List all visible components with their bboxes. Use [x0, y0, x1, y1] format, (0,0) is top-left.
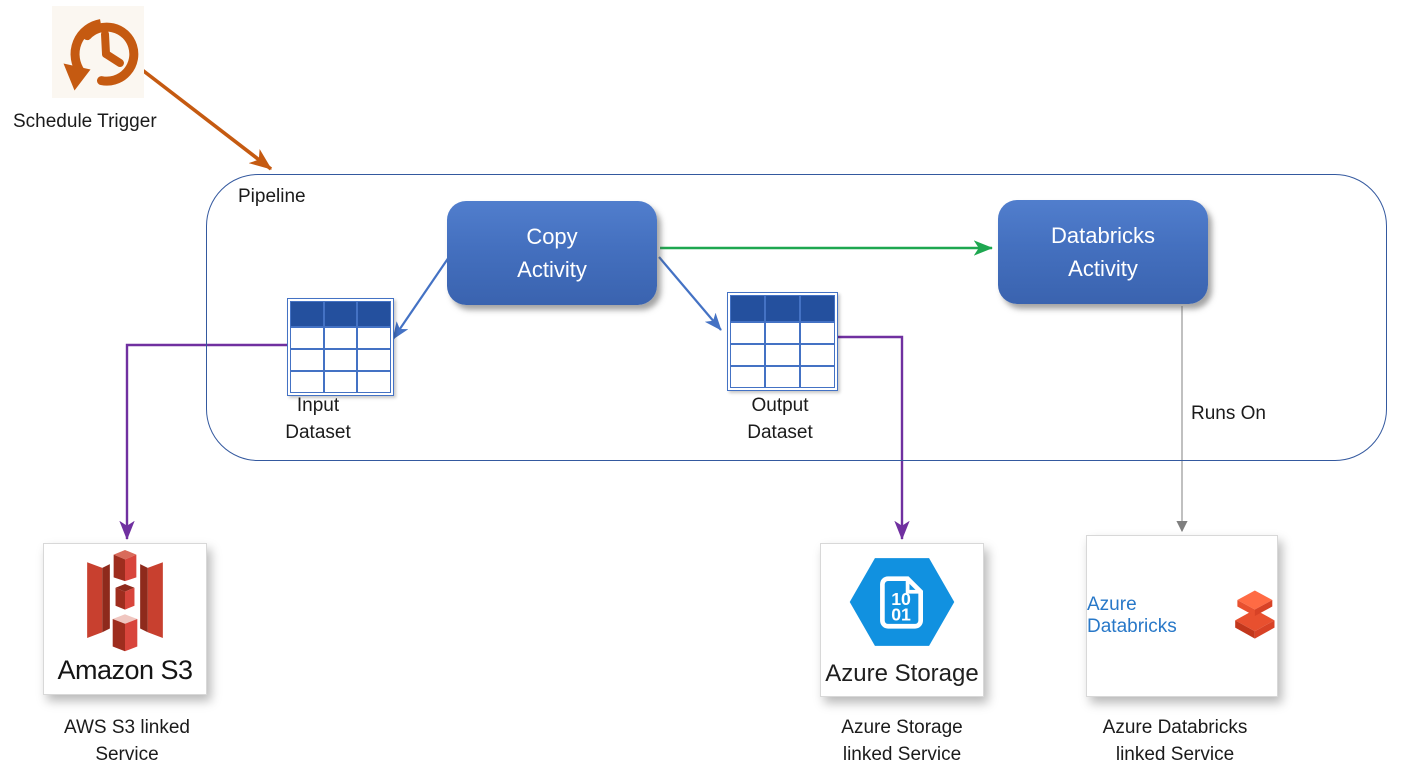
- output-dataset-grid: [730, 295, 835, 388]
- storage-binary-top: 10: [891, 589, 911, 609]
- output-dataset-table-icon: [727, 292, 838, 391]
- input-dataset-label-line2: Dataset: [285, 422, 351, 443]
- azure-storage-caption-line1: Azure Storage: [841, 717, 963, 738]
- azure-storage-caption-line2: linked Service: [842, 744, 962, 765]
- input-dataset-label: Input Dataset: [248, 392, 388, 446]
- azure-databricks-card: Azure Databricks: [1086, 535, 1278, 697]
- output-dataset-label-line1: Output: [751, 395, 809, 416]
- output-dataset-label: Output Dataset: [710, 392, 850, 446]
- azure-storage-caption: Azure Storage linked Service: [812, 714, 992, 768]
- input-dataset-label-line1: Input: [296, 395, 340, 416]
- output-dataset-label-line2: Dataset: [747, 422, 813, 443]
- azure-databricks-caption: Azure Databricks linked Service: [1085, 714, 1265, 768]
- runs-on-label: Runs On: [1191, 403, 1266, 424]
- amazon-s3-card-label: Amazon S3: [57, 655, 193, 685]
- pipeline-label: Pipeline: [238, 186, 306, 207]
- azure-databricks-caption-line2: linked Service: [1115, 744, 1235, 765]
- aws-s3-caption: AWS S3 linked Service: [37, 714, 217, 768]
- copy-activity-label-line2: Activity: [517, 257, 587, 282]
- azure-databricks-card-label: Azure Databricks: [1087, 594, 1177, 637]
- aws-s3-caption-line1: AWS S3 linked: [63, 717, 190, 738]
- databricks-activity-label-line2: Activity: [1068, 256, 1138, 281]
- azure-storage-icon: 10 01: [849, 558, 955, 646]
- pipeline-container: [206, 174, 1387, 461]
- schedule-trigger-label: Schedule Trigger: [13, 111, 157, 132]
- aws-s3-caption-line2: Service: [95, 744, 159, 765]
- databricks-activity-node: Databricks Activity: [998, 200, 1208, 304]
- copy-activity-label-line1: Copy: [526, 224, 578, 249]
- azure-storage-card-label: Azure Storage: [825, 660, 979, 687]
- amazon-s3-icon: [87, 549, 163, 652]
- azure-databricks-logo-icon: [1235, 590, 1275, 639]
- input-dataset-grid: [290, 301, 391, 393]
- azure-storage-card: 10 01 Azure Storage: [820, 543, 984, 697]
- input-dataset-table-icon: [287, 298, 394, 396]
- storage-binary-bottom: 01: [891, 605, 911, 625]
- copy-activity-node: Copy Activity: [447, 201, 657, 305]
- azure-databricks-caption-line1: Azure Databricks: [1102, 717, 1248, 738]
- schedule-trigger-icon: [52, 6, 144, 98]
- aws-s3-card: Amazon S3: [43, 543, 207, 695]
- databricks-activity-label-line1: Databricks: [1051, 223, 1155, 248]
